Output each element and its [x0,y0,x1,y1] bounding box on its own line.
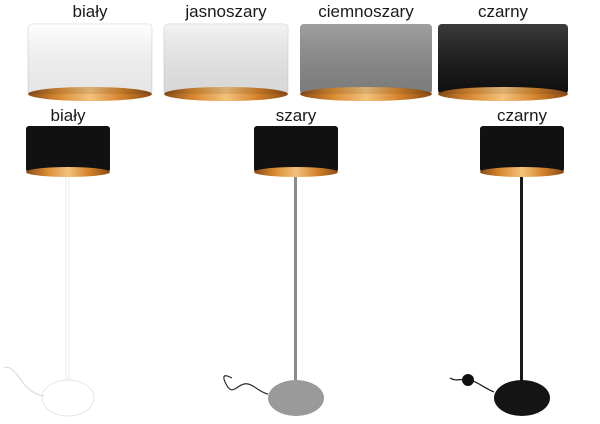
lamp-pole [294,172,297,384]
floor-lamp-white-stand [3,126,110,417]
lamp-label-black-stand: czarny [496,106,548,125]
lamp-pole [520,172,523,384]
lamp-base [268,380,324,416]
lamp-base [494,380,550,416]
shade-label-white: biały [72,2,108,21]
shade-swatch-black [438,24,568,101]
shade-swatch-white [27,23,153,101]
shade-label-dark-grey: ciemnoszary [318,2,414,21]
shade-swatch-dark-grey [300,24,432,101]
lamp-shade-body [480,126,564,172]
shade-swatch-light-grey [163,23,289,101]
lamp-shade-gold-rim [480,167,564,177]
shade-label-black: czarny [477,2,529,21]
lamp-label-white-stand: biały [50,106,86,125]
lamp-cable [3,366,45,397]
shade-sheen [300,24,432,94]
lamp-label-grey-stand: szary [275,106,317,125]
shade-sheen [28,24,152,94]
lamp-shade-body [26,126,110,172]
lamp-shade-gold-rim [26,167,110,177]
shade-sheen [164,24,288,94]
shade-label-light-grey: jasnoszary [185,2,267,21]
lamp-base [41,379,95,417]
lamp-shade-gold-rim [254,167,338,177]
floor-lamp-black-stand [449,126,564,416]
lamp-pole [65,171,70,385]
lamp-shade-body [254,126,338,172]
lamp-foot-switch [462,374,474,386]
lamp-cable [223,375,269,395]
floor-lamp-grey-stand [223,126,338,416]
shade-sheen [438,24,568,94]
